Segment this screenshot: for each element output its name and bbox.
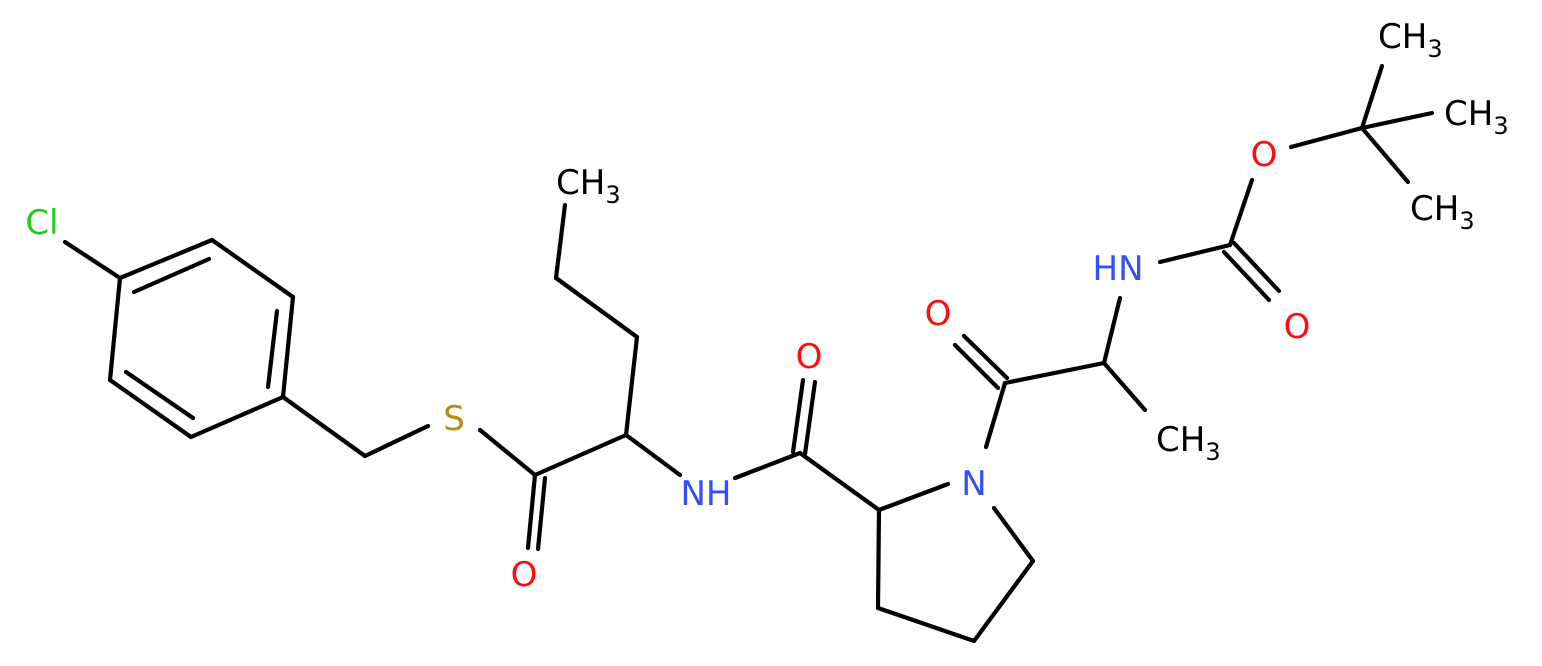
bond-nh-amide-c bbox=[732, 450, 803, 481]
bond-amide-co-a bbox=[790, 377, 806, 455]
bond-ring-1-inner bbox=[131, 256, 212, 295]
tbutyl-methyl-label-1: CH3 bbox=[1378, 17, 1443, 63]
bond-nh-boc-c bbox=[1157, 242, 1233, 265]
bond-ca-cb bbox=[623, 334, 640, 438]
bond-pro-c2-c3 bbox=[875, 507, 882, 611]
bond-pro-c3-c4 bbox=[875, 605, 977, 644]
boc-nitrogen-label: HN bbox=[1093, 249, 1144, 289]
carbamate-oxygen-label: O bbox=[1284, 307, 1311, 347]
bond-boc-co-a bbox=[1221, 249, 1272, 303]
thioester-oxygen-label: O bbox=[511, 555, 538, 595]
bond-tbu-ch3-1 bbox=[1359, 63, 1385, 131]
bond-boc-co-b bbox=[1231, 240, 1282, 294]
bond-boc-c-o bbox=[1227, 177, 1255, 248]
bond-tbu-ch3-3 bbox=[1359, 125, 1411, 185]
bond-pro-c2-n bbox=[876, 481, 951, 513]
amide-oxygen-label: O bbox=[796, 337, 823, 377]
bond-ring-1 bbox=[117, 237, 215, 281]
bond-amide-co-b bbox=[802, 379, 818, 457]
bond-carbonyl-ca bbox=[532, 432, 629, 478]
bond-pro-c4-c5 bbox=[971, 558, 1036, 644]
alanyl-oxygen-label: O bbox=[925, 294, 952, 334]
bond-ring-5 bbox=[107, 377, 194, 440]
bond-ala-c-ca bbox=[1002, 360, 1107, 386]
alanine-methyl-label: CH3 bbox=[1156, 420, 1221, 466]
bond-ala-ca-nh bbox=[1101, 295, 1123, 366]
bond-cb-cg bbox=[553, 275, 640, 340]
tbutyl-methyl-label-2: CH3 bbox=[1444, 94, 1509, 140]
bond-carbonyl-o-a bbox=[525, 472, 538, 551]
chlorine-atom-label: Cl bbox=[25, 203, 58, 243]
ester-oxygen-label: O bbox=[1251, 135, 1278, 175]
bond-ala-co-a bbox=[952, 342, 1001, 391]
bond-ring-2 bbox=[209, 237, 296, 300]
propyl-methyl-label: CH3 bbox=[556, 163, 621, 209]
bond-o-tbu bbox=[1288, 125, 1365, 150]
amide-nitrogen-label: NH bbox=[681, 474, 732, 514]
bond-ch2-s bbox=[362, 423, 431, 459]
bond-cg-cd bbox=[553, 202, 568, 281]
bond-ring-4 bbox=[188, 394, 286, 440]
bond-carbonyl-o-b bbox=[535, 475, 548, 552]
bond-pro-c5-n bbox=[991, 505, 1036, 564]
sulfur-atom-label: S bbox=[443, 399, 465, 439]
bond-ring-5-inner bbox=[123, 369, 196, 421]
bond-ca-nh bbox=[623, 432, 683, 478]
bond-ala-ca-ch3 bbox=[1101, 360, 1148, 413]
bond-ring-3 bbox=[280, 294, 296, 400]
bond-tbu-ch3-2 bbox=[1359, 110, 1435, 131]
bond-amide-c-pro bbox=[797, 450, 882, 513]
pyrrolidine-nitrogen-label: N bbox=[961, 464, 986, 504]
bond-cl-ring bbox=[62, 239, 123, 281]
bond-s-carbonyl bbox=[477, 427, 538, 478]
tbutyl-methyl-label-3: CH3 bbox=[1410, 189, 1475, 235]
bond-ring-6 bbox=[107, 275, 123, 383]
bond-ring-3-inner bbox=[265, 308, 280, 390]
bond-ala-co-b bbox=[961, 333, 1010, 381]
bond-n-ala-c bbox=[983, 380, 1008, 450]
bond-ring-ch2 bbox=[280, 394, 368, 459]
